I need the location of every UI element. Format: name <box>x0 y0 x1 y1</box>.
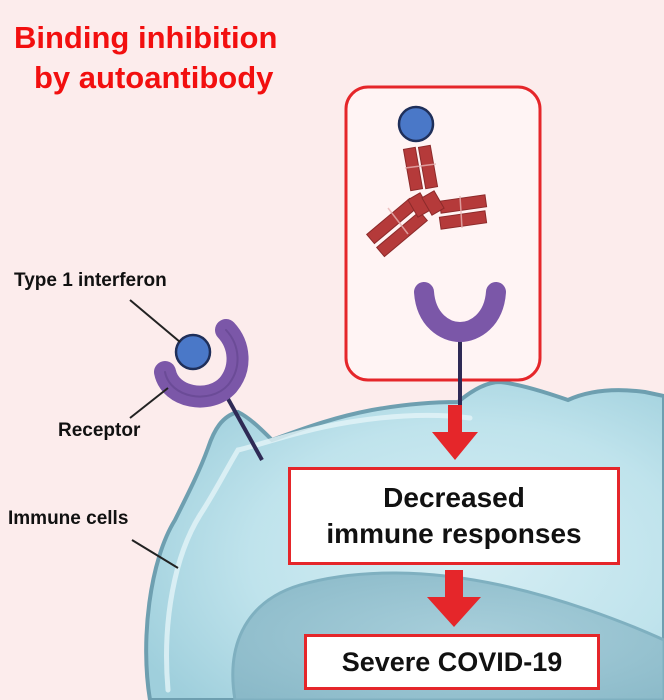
immune-cells-label: Immune cells <box>8 508 129 529</box>
interferon-molecule <box>174 333 212 371</box>
down-arrow-1 <box>432 405 478 460</box>
receptor-callout-line <box>129 387 169 419</box>
receptor-label: Receptor <box>58 420 141 441</box>
diagram-title: Binding inhibition by autoantibody <box>14 18 277 98</box>
decreased-immune-responses-box: Decreased immune responses <box>288 467 620 565</box>
down-arrow-2 <box>427 570 481 627</box>
right-receptor <box>414 282 506 343</box>
interferon-callout-line <box>129 299 181 343</box>
left-receptor-stalk <box>220 387 264 461</box>
immune-cells-callout-line <box>131 539 179 569</box>
decreased-line-1: Decreased <box>383 482 525 513</box>
title-line-1: Binding inhibition <box>14 20 278 55</box>
severe-covid-box: Severe COVID-19 <box>304 634 600 690</box>
decreased-line-2: immune responses <box>326 518 582 549</box>
cell-membrane-highlight <box>164 412 473 693</box>
autoantibody <box>365 144 488 258</box>
interferon-label: Type 1 interferon <box>14 270 167 291</box>
free-interferon-molecule <box>397 105 435 143</box>
title-line-2: by autoantibody <box>34 60 274 95</box>
severe-covid-label: Severe COVID-19 <box>341 646 563 677</box>
